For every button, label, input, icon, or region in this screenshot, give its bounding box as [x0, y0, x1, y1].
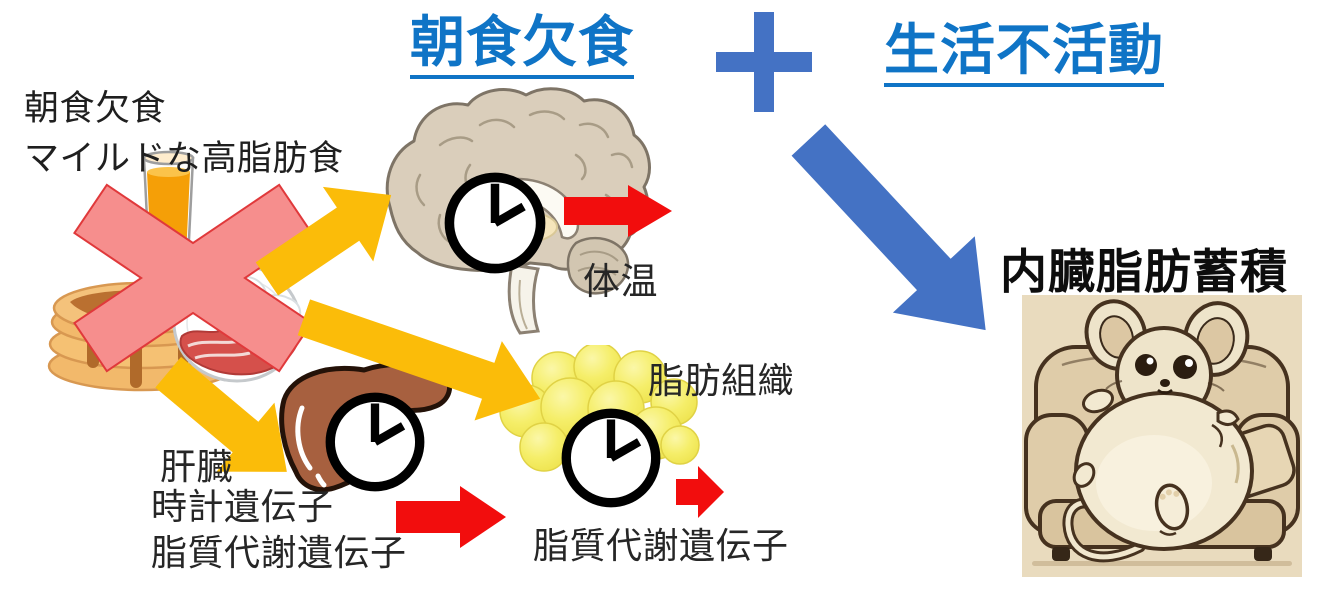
label-lipid-genes-adipose: 脂質代謝遺伝子: [533, 525, 789, 566]
yellow-arrow-to-liver-icon: [155, 356, 287, 472]
title-physical-inactivity: 生活不活動: [884, 21, 1165, 87]
clock-icon-liver: [325, 392, 425, 492]
yellow-arrow-to-adipose-icon: [297, 299, 541, 421]
liver-gene-labels: 時計遺伝子 脂質代謝遺伝子: [151, 484, 407, 576]
red-arrow-adipose-icon: [676, 466, 724, 518]
skipped-breakfast-illustration: [47, 150, 313, 392]
label-liver: 肝臓: [160, 446, 234, 487]
label-body-temperature: 体温: [583, 261, 658, 302]
red-arrow-liver-to-adipose-icon: [396, 486, 506, 548]
title-breakfast-skipping: 朝食欠食: [410, 13, 635, 79]
fat-mouse-on-couch-illustration: [1022, 295, 1302, 577]
no-breakfast-cross-icon: [73, 183, 313, 373]
clock-icon-brain: [444, 172, 546, 274]
blue-arrow-to-outcome-icon: [791, 124, 986, 331]
red-arrow-body-temperature-icon: [564, 185, 672, 237]
outcome-title: 内臓脂肪蓄積: [1000, 245, 1288, 298]
left-note-line1: 朝食欠食: [24, 89, 167, 128]
clock-icon-adipose: [561, 408, 661, 508]
left-note-line2: マイルドな高脂肪食: [24, 139, 344, 179]
yellow-arrow-to-brain-icon: [255, 186, 392, 296]
left-note: 朝食欠食 マイルドな高脂肪食: [24, 84, 344, 184]
label-clock-genes: 時計遺伝子: [151, 486, 334, 527]
label-lipid-genes-liver: 脂質代謝遺伝子: [151, 532, 407, 574]
label-adipose-tissue: 脂肪組織: [648, 360, 795, 401]
plus-icon: [716, 12, 812, 112]
